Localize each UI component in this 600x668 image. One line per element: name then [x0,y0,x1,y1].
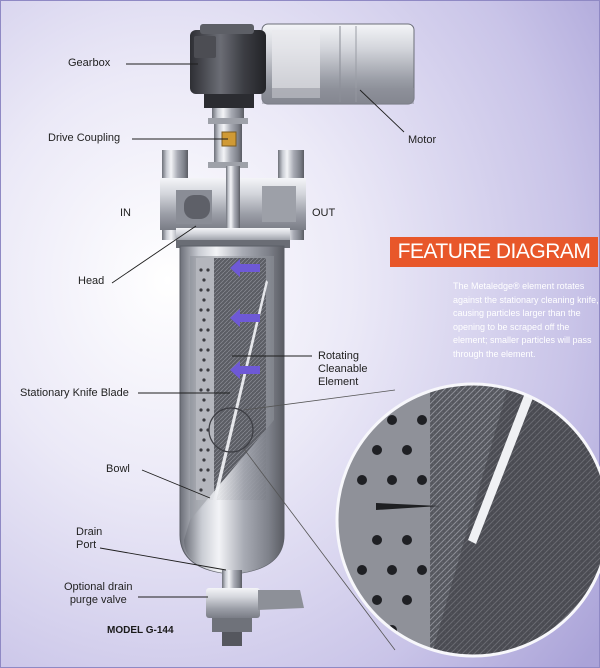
label-motor: Motor [408,134,437,146]
label-head: Head [78,275,105,287]
label-drain-valve: Optional drain purge valve [64,581,133,606]
zoom-ring [335,382,600,658]
label-stationary-knife: Stationary Knife Blade [20,387,129,399]
leader-lines [99,63,405,598]
zoom-detail [337,384,600,656]
feature-title: FEATURE DIAGRAM [390,237,598,267]
gearbox-graphic [190,24,266,122]
model-label: MODEL G-144 [107,625,174,636]
flow-arrows [230,259,260,379]
label-out: OUT [312,207,336,219]
label-bowl: Bowl [106,463,130,475]
label-in: IN [120,207,131,219]
head-graphic [160,150,306,250]
drain-valve-graphic [206,570,304,646]
label-gearbox: Gearbox [68,57,111,69]
label-drain-port: Drain Port [76,526,103,551]
drive-coupling-graphic [208,118,248,168]
feature-description: The Metaledge® element rotates against t… [453,281,599,359]
motor-graphic [261,23,415,105]
bowl-graphic [179,245,285,575]
label-drive-coupling: Drive Coupling [48,132,121,144]
label-rotating-element: Rotating Cleanable Element [318,350,368,388]
